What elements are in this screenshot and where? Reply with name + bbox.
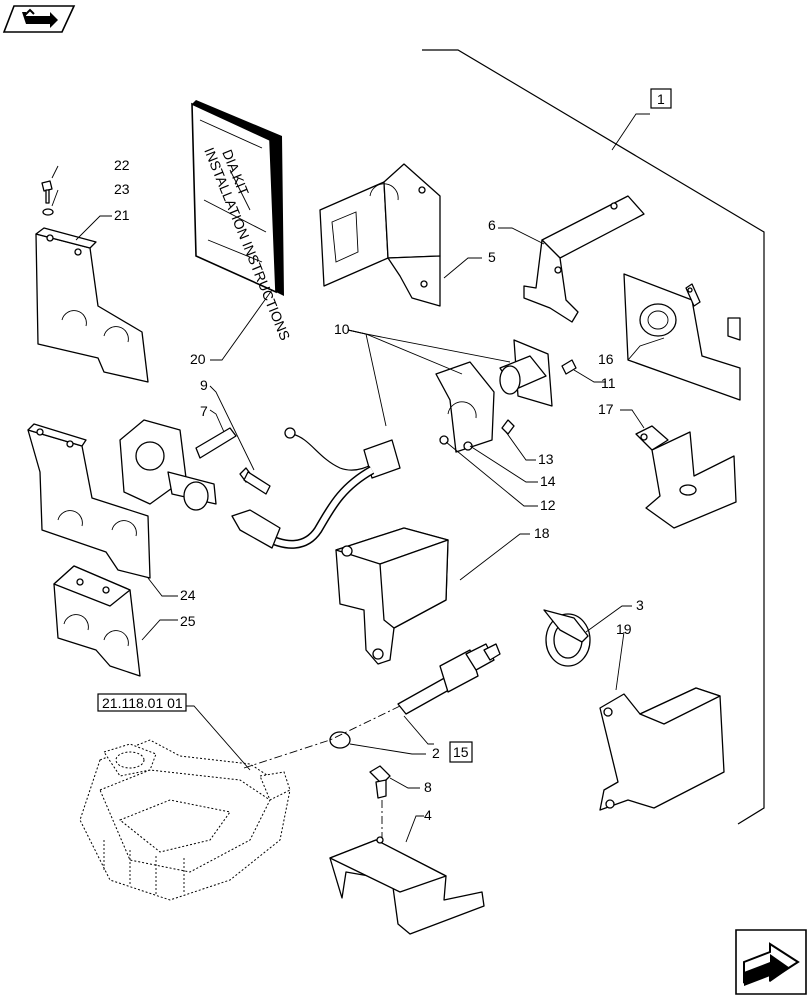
hose-clamp-3 — [543, 609, 591, 667]
sensor-bracket-assembly — [435, 339, 577, 453]
washer-23 — [42, 208, 54, 216]
bracket-17 — [635, 425, 737, 529]
callout-23: 23 — [114, 181, 130, 197]
bracket-4 — [329, 836, 485, 935]
cover-19 — [599, 687, 725, 811]
callout-1: 1 — [657, 91, 665, 107]
sensor-housing-7 — [119, 419, 237, 511]
kit-boundary-line — [422, 49, 765, 825]
o-ring-15 — [329, 731, 351, 749]
callout-13: 13 — [538, 451, 554, 467]
screw-22 — [41, 180, 53, 204]
callout-2: 2 — [432, 745, 440, 761]
cover-18 — [335, 527, 449, 665]
callout-19: 19 — [616, 621, 632, 637]
callout-labels: 1 22 23 21 6 5 10 16 20 11 9 17 7 13 14 … — [97, 88, 672, 823]
callout-12: 12 — [540, 497, 556, 513]
reference-label-box — [97, 693, 187, 712]
callout-5: 5 — [488, 249, 496, 265]
callout-9: 9 — [200, 377, 208, 393]
callout-3: 3 — [636, 597, 644, 613]
bolt-9 — [239, 467, 271, 495]
plug-screw-8 — [369, 765, 391, 799]
plate-16 — [623, 273, 741, 401]
book-arrow-icon — [22, 8, 58, 28]
top-nav-button[interactable] — [2, 5, 76, 33]
callout-4: 4 — [424, 807, 432, 823]
callout-17: 17 — [598, 401, 614, 417]
callout-25: 25 — [180, 613, 196, 629]
cable-harness — [231, 427, 401, 549]
callout-6: 6 — [488, 217, 496, 233]
callout-8: 8 — [424, 779, 432, 795]
callout-14: 14 — [540, 473, 556, 489]
bracket-24 — [27, 423, 151, 579]
bracket-25 — [53, 565, 141, 677]
bottom-nav-button[interactable] — [735, 929, 807, 995]
callout-11: 11 — [601, 375, 616, 391]
callout-18: 18 — [534, 525, 550, 541]
callout-24: 24 — [180, 587, 196, 603]
callout-22: 22 — [114, 157, 130, 173]
bracket-6 — [523, 195, 645, 323]
callout-1-box — [650, 88, 672, 109]
callout-20: 20 — [190, 351, 206, 367]
callout-15-box — [449, 741, 473, 763]
bracket-21 — [35, 227, 149, 383]
leader-lines — [51, 113, 665, 843]
callout-10: 10 — [334, 321, 350, 337]
oil-pan-reference — [79, 739, 291, 901]
callout-21: 21 — [114, 207, 130, 223]
instruction-booklet: DIA KIT INSTALLATION INSTRUCTIONS — [191, 100, 293, 342]
bracket-5 — [319, 163, 441, 307]
callout-16: 16 — [598, 351, 614, 367]
next-page-arrow-icon — [743, 942, 800, 986]
centerline-axis — [243, 705, 401, 769]
sensor-probe-2 — [397, 643, 501, 715]
reference-label: 21.118.01 01 — [102, 695, 183, 711]
callout-7: 7 — [200, 403, 208, 419]
callout-15: 15 — [453, 744, 469, 760]
